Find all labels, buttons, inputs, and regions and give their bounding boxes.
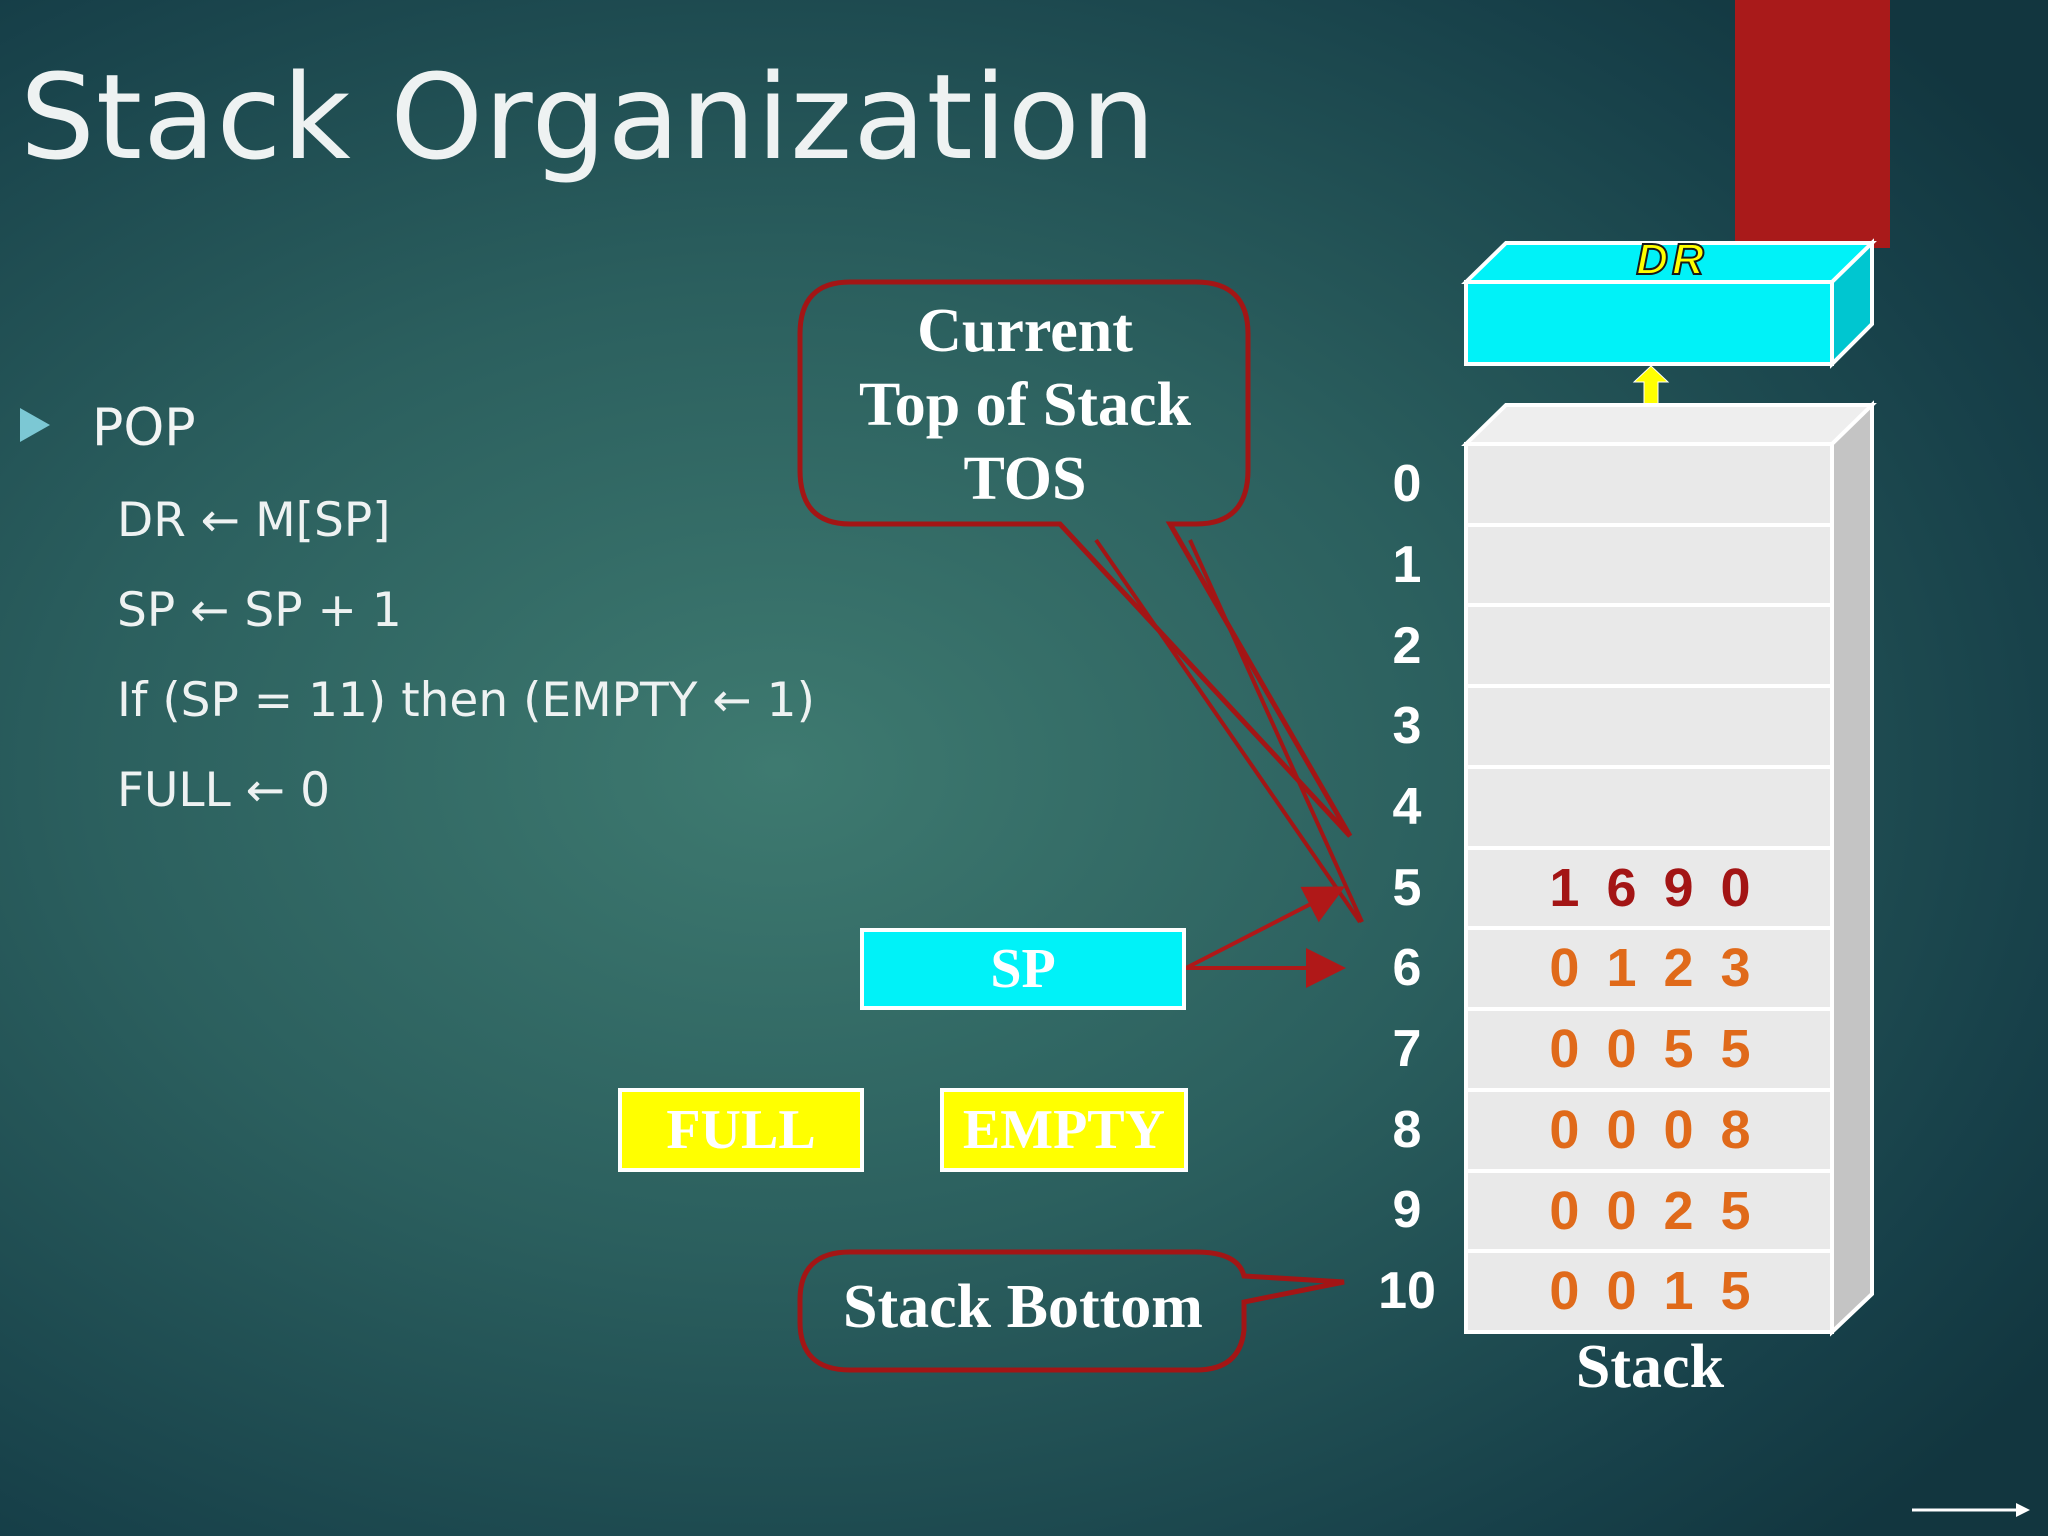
- step-1: DR ← M[SP]: [117, 493, 391, 548]
- stack-address-2: 2: [1392, 617, 1422, 675]
- stack-row-dividers: [1466, 523, 1832, 1253]
- stack-address-5: 5: [1392, 859, 1422, 917]
- next-arrow-icon[interactable]: [1912, 1503, 2030, 1517]
- empty-flag: EMPTY: [940, 1088, 1188, 1172]
- stack-address-4: 4: [1392, 778, 1422, 836]
- stack-address-8: 8: [1392, 1101, 1422, 1159]
- stack-address-1: 1: [1392, 536, 1422, 594]
- step-4: FULL ← 0: [117, 763, 330, 818]
- slide-title: Stack Organization: [20, 48, 1157, 186]
- stack-address-10: 10: [1378, 1262, 1436, 1320]
- bullet-pop: POP: [92, 398, 196, 458]
- tos-callout-bubble: [797, 279, 1353, 838]
- stack-address-0: 0: [1392, 455, 1422, 513]
- dr-register-front: [1464, 280, 1834, 366]
- stack-cell-5: 1690: [1549, 858, 1778, 918]
- tos-callout-line-3: TOS: [963, 445, 1087, 513]
- step-2: SP ← SP + 1: [117, 583, 402, 638]
- tos-callout-pointer-2: [1188, 539, 1364, 923]
- stack-bottom-label: Stack Bottom: [843, 1273, 1203, 1341]
- stack-top-face: [1461, 403, 1877, 446]
- sp-register: SP: [860, 928, 1186, 1010]
- step-3: If (SP = 11) then (EMPTY ← 1): [117, 673, 815, 728]
- sp-arrow-to-5: [1185, 886, 1346, 970]
- stack-side-face: [1830, 400, 1874, 1337]
- bullet-arrow-icon: [20, 408, 50, 442]
- tos-callout-line-1: Current: [917, 297, 1133, 365]
- stack-address-6: 6: [1392, 939, 1422, 997]
- full-flag: FULL: [618, 1088, 864, 1172]
- bottom-callout-bubble: [797, 1249, 1345, 1373]
- stack-cell-6: 0123: [1549, 938, 1778, 998]
- tos-callout-line-2: Top of Stack: [859, 371, 1191, 439]
- stack-cell-8: 0008: [1549, 1100, 1778, 1160]
- stack-address-3: 3: [1392, 697, 1422, 755]
- stack-cell-7: 0055: [1549, 1019, 1778, 1079]
- stack-cell-9: 0025: [1549, 1181, 1778, 1241]
- stack-address-9: 9: [1392, 1181, 1422, 1239]
- stack-address-7: 7: [1392, 1020, 1422, 1078]
- stack-front-face: [1464, 442, 1834, 1334]
- stack-caption: Stack: [1575, 1333, 1725, 1401]
- tos-callout-pointer: [1094, 538, 1362, 924]
- accent-bar: [1735, 0, 1890, 248]
- stack-cell-10: 0015: [1549, 1261, 1778, 1321]
- dr-register-label: DR: [1635, 234, 1708, 285]
